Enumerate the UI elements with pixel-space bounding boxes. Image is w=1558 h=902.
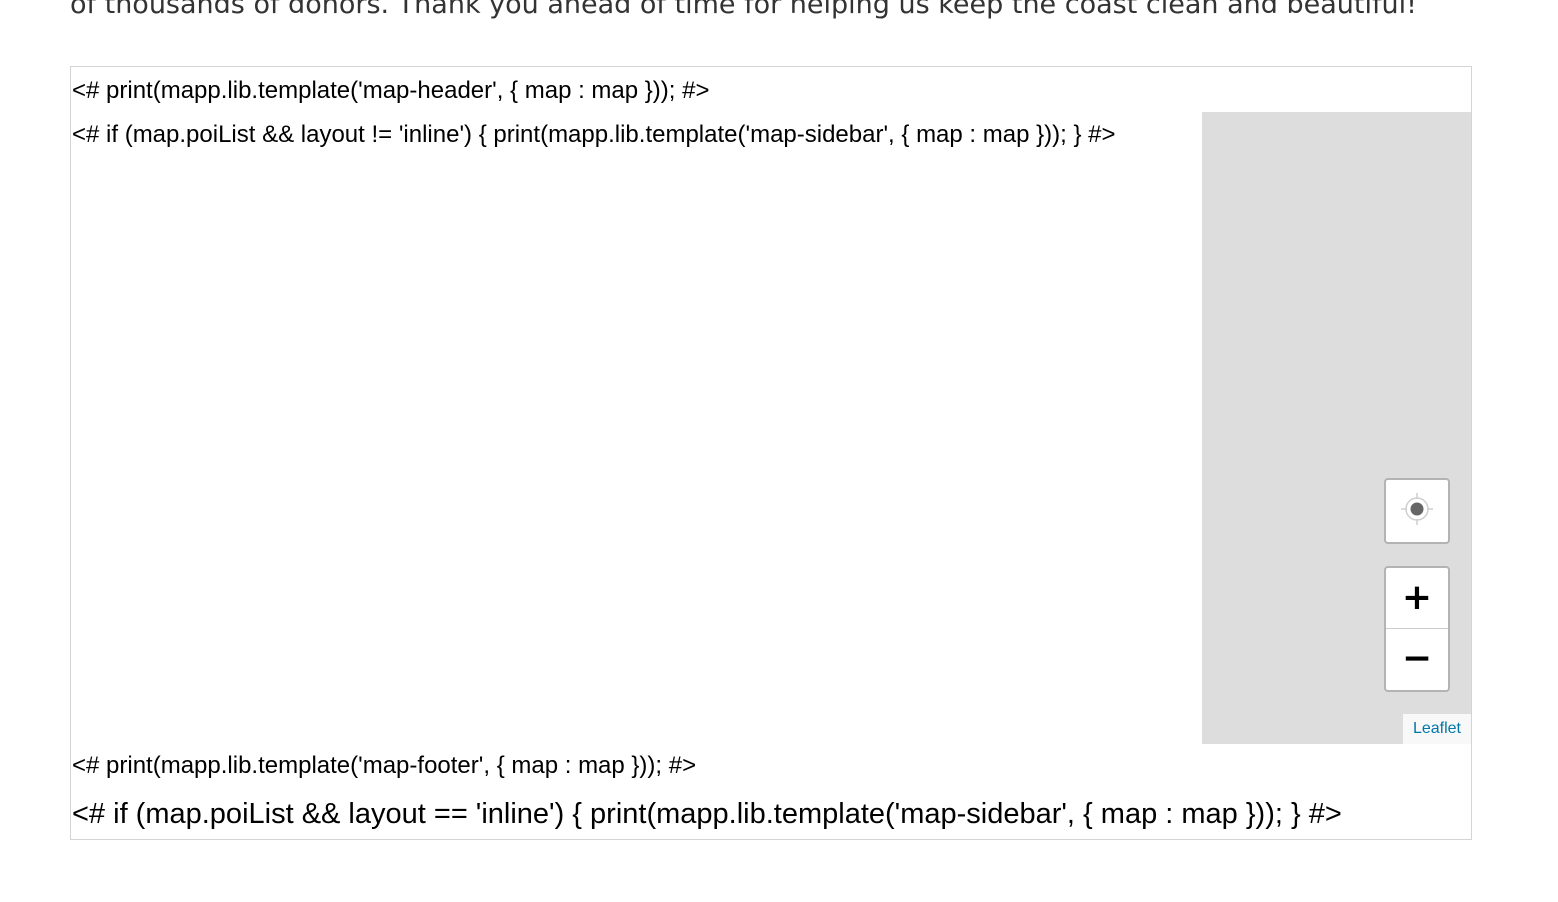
map-header-template-text: <# print(mapp.lib.template('map-header',… (72, 77, 710, 104)
map-sidebar-inline-template-text: <# if (map.poiList && layout == 'inline'… (72, 798, 1342, 830)
zoom-in-button[interactable]: + (1386, 568, 1448, 629)
map-sidebar-template-text: <# if (map.poiList && layout != 'inline'… (72, 121, 1116, 148)
locate-crosshair-icon (1400, 492, 1434, 531)
intro-paragraph: of thousands of donors. Thank you ahead … (70, 0, 1417, 20)
zoom-control: + − (1384, 566, 1450, 692)
leaflet-link[interactable]: Leaflet (1412, 720, 1461, 737)
map-footer-template-text: <# print(mapp.lib.template('map-footer',… (72, 752, 697, 779)
map-container: <# print(mapp.lib.template('map-header',… (70, 66, 1472, 840)
map-attribution: Leaflet (1402, 714, 1471, 744)
locate-button[interactable] (1384, 478, 1450, 544)
zoom-out-button[interactable]: − (1401, 638, 1433, 679)
map-canvas[interactable]: + − Leaflet (1202, 112, 1471, 744)
